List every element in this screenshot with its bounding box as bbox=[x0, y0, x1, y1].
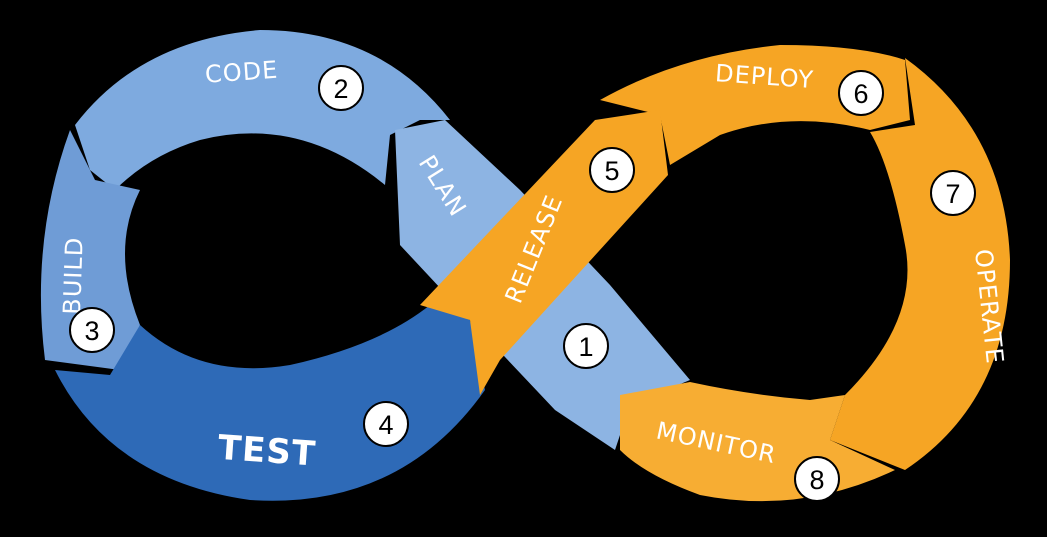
badge-1: 1 bbox=[563, 323, 609, 369]
badge-4-number: 4 bbox=[378, 410, 393, 440]
segment-build bbox=[40, 130, 141, 370]
badge-3-number: 3 bbox=[84, 316, 99, 346]
label-deploy: DEPLOY bbox=[714, 59, 815, 94]
badge-7-number: 7 bbox=[945, 179, 960, 209]
badge-7: 7 bbox=[930, 170, 976, 216]
badge-6-number: 6 bbox=[853, 79, 868, 109]
segment-operate bbox=[830, 58, 1010, 470]
badge-5: 5 bbox=[589, 147, 635, 193]
badge-2: 2 bbox=[318, 65, 364, 111]
badge-3: 3 bbox=[69, 307, 115, 353]
badge-5-number: 5 bbox=[604, 156, 619, 186]
label-test: TEST bbox=[217, 428, 318, 475]
label-build: BUILD bbox=[58, 236, 89, 315]
badge-8-number: 8 bbox=[809, 465, 824, 495]
segment-deploy bbox=[600, 45, 910, 165]
badge-4: 4 bbox=[363, 401, 409, 447]
label-code: CODE bbox=[204, 56, 279, 89]
segment-test bbox=[55, 305, 485, 501]
segment-code bbox=[75, 30, 450, 190]
badge-2-number: 2 bbox=[333, 74, 348, 104]
badge-6: 6 bbox=[838, 70, 884, 116]
badge-1-number: 1 bbox=[578, 332, 593, 362]
badge-8: 8 bbox=[794, 456, 840, 502]
